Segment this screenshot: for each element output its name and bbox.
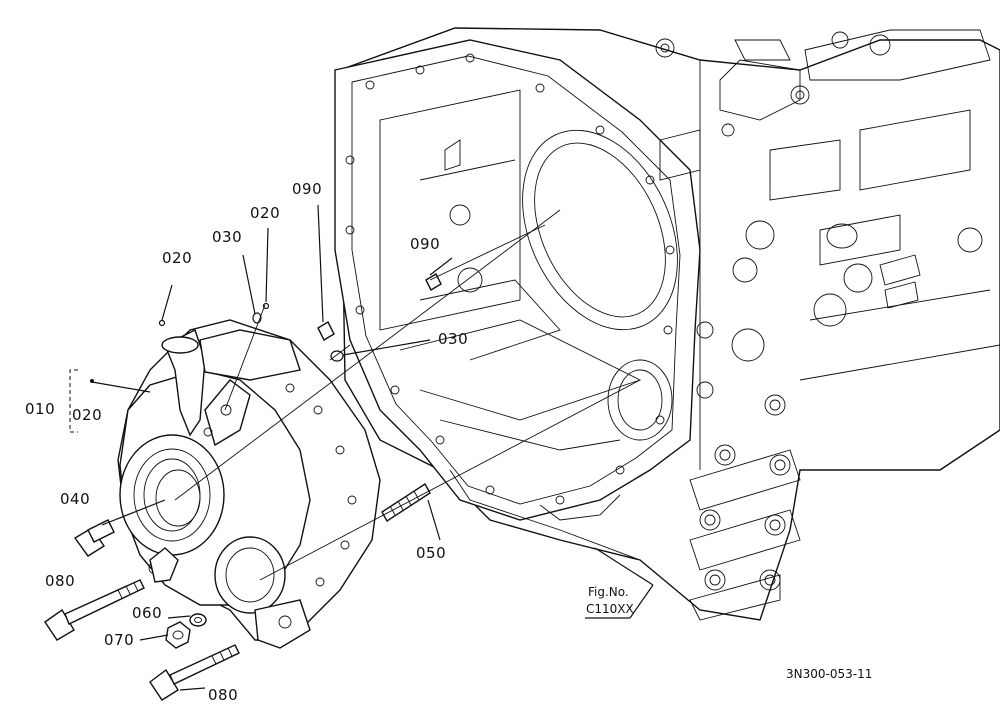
plug-040 bbox=[73, 527, 105, 557]
nut-070 bbox=[165, 621, 191, 649]
label-010: 010 bbox=[25, 400, 55, 418]
leader-lines bbox=[91, 204, 654, 691]
pin-020-a bbox=[158, 319, 166, 327]
figure-reference: Fig.No. C110XX 3N300-053-11 bbox=[586, 585, 872, 681]
dowel-090-a bbox=[317, 321, 335, 341]
label-020-right: 020 bbox=[250, 204, 280, 222]
fig-no-label: Fig.No. bbox=[588, 585, 629, 599]
label-030-mid: 030 bbox=[438, 330, 468, 348]
front-cover-010 bbox=[117, 319, 381, 649]
o-ring-030-b bbox=[330, 350, 344, 362]
dowel-090-b bbox=[425, 273, 442, 291]
label-090-mid: 090 bbox=[410, 235, 440, 253]
bolt-080-b bbox=[149, 668, 179, 701]
fig-no-value: C110XX bbox=[586, 602, 634, 616]
label-090-top: 090 bbox=[292, 180, 322, 198]
small-parts bbox=[44, 273, 442, 701]
drawing-code: 3N300-053-11 bbox=[786, 667, 872, 681]
o-ring-030-a bbox=[252, 312, 262, 324]
bolt-080-a bbox=[44, 608, 75, 641]
label-060: 060 bbox=[132, 604, 162, 622]
part-labels: 020 030 020 090 090 030 010 020 040 050 … bbox=[25, 180, 468, 704]
transmission-housing bbox=[334, 27, 1000, 621]
label-030-top: 030 bbox=[212, 228, 242, 246]
label-080-lower: 080 bbox=[208, 686, 238, 704]
stud-050 bbox=[381, 483, 431, 522]
label-020-top: 020 bbox=[162, 249, 192, 267]
label-080-upper: 080 bbox=[45, 572, 75, 590]
label-050: 050 bbox=[416, 544, 446, 562]
pin-020-b bbox=[262, 302, 270, 310]
group-bracket bbox=[69, 369, 78, 433]
label-020-group: 020 bbox=[72, 406, 102, 424]
label-070: 070 bbox=[104, 631, 134, 649]
label-040: 040 bbox=[60, 490, 90, 508]
washer-060 bbox=[189, 613, 207, 627]
bracket-dot bbox=[90, 379, 94, 383]
